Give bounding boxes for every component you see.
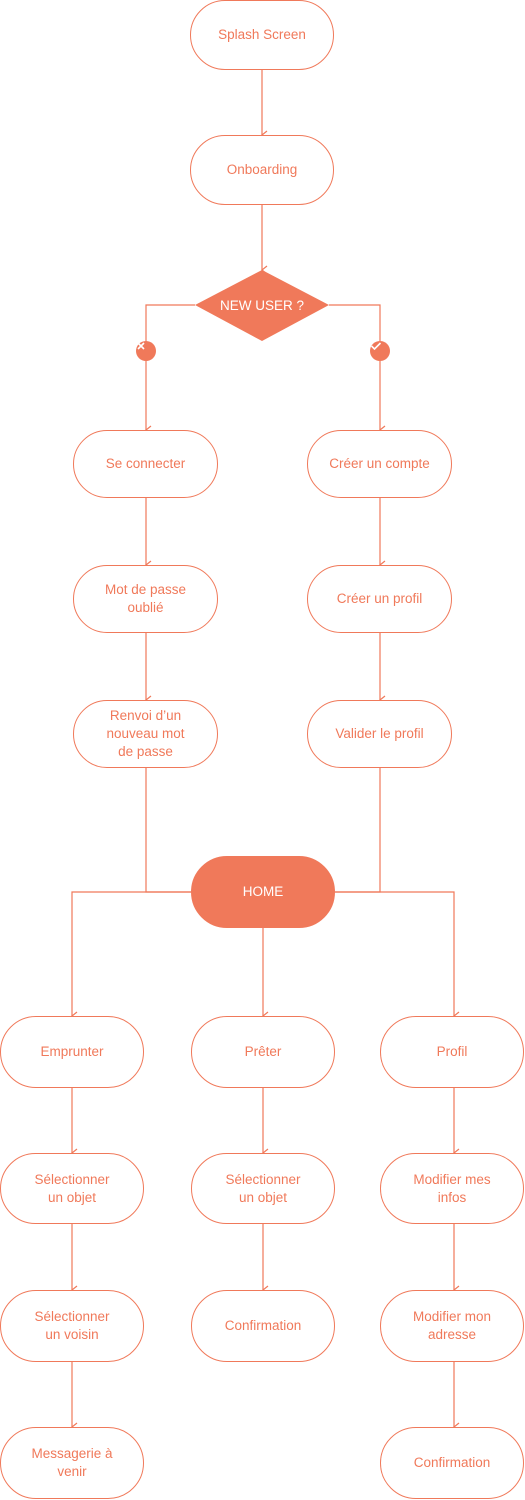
node-edit-address: Modifier mon adresse [380, 1290, 524, 1362]
node-messaging: Messagerie à venir [0, 1427, 144, 1499]
node-create-account: Créer un compte [307, 430, 452, 498]
node-lend-confirmation: Confirmation [191, 1290, 335, 1362]
node-splash-screen: Splash Screen [190, 0, 334, 70]
node-onboarding: Onboarding [190, 135, 334, 205]
node-profile-confirmation: Confirmation [380, 1427, 524, 1499]
connector-home-borrow [71, 891, 191, 1021]
connector-validate-home [335, 768, 381, 893]
node-select-neighbor: Sélectionner un voisin [0, 1290, 144, 1362]
node-lend-select-item: Sélectionner un objet [191, 1153, 335, 1224]
decision-diamond [195, 270, 329, 341]
node-borrow: Emprunter [0, 1016, 144, 1088]
node-profile: Profil [380, 1016, 524, 1088]
node-forgot-password: Mot de passe oublié [73, 565, 218, 633]
close-icon [136, 341, 156, 361]
connector-decision-create-account [329, 304, 386, 435]
connector-decision-login [145, 304, 195, 435]
node-validate-profile: Valider le profil [307, 700, 452, 768]
node-lend: Prêter [191, 1016, 335, 1088]
check-icon [370, 341, 390, 361]
node-login: Se connecter [73, 430, 218, 498]
node-edit-info: Modifier mes infos [380, 1153, 524, 1224]
node-borrow-select-item: Sélectionner un objet [0, 1153, 144, 1224]
node-home: HOME [191, 856, 335, 928]
connector-home-profile [335, 891, 460, 1021]
node-create-profile: Créer un profil [307, 565, 452, 633]
decision-label: NEW USER ? [219, 297, 304, 313]
connector-resend-home [145, 768, 191, 893]
node-resend-password: Renvoi d’un nouveau mot de passe [73, 700, 218, 768]
